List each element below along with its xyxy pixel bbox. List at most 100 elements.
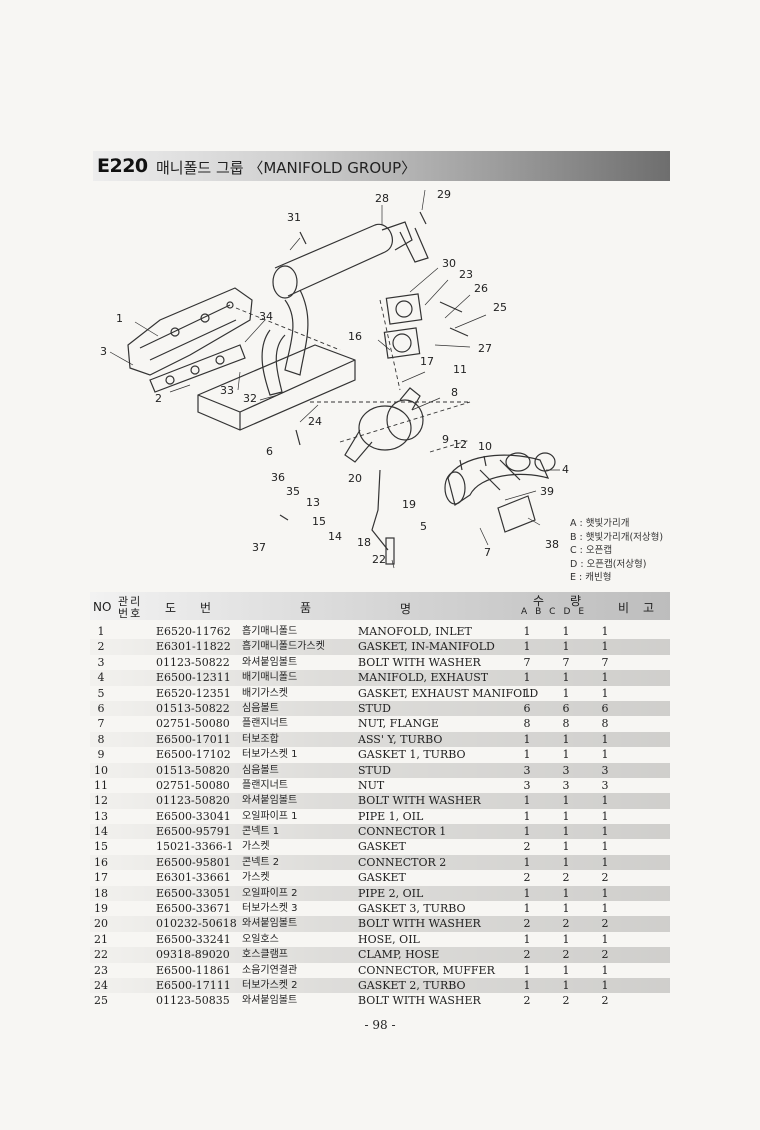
callout-20: 20 [348,472,362,485]
part-number: 010232-50618 [156,917,237,931]
part-name-korean: 와셔붙임볼트 [242,795,298,807]
part-name-english: MANOFOLD, INLET [358,625,472,638]
part-name-korean: 호스클램프 [242,949,288,961]
part-name-korean: 흡기매니폴드 [242,626,298,637]
header-name-b: 명 [400,602,412,616]
qty-b: 1 [562,825,570,839]
section-header-bar [93,151,670,181]
part-name-korean: 콘넥트 2 [242,856,280,868]
callout-7: 7 [484,546,491,559]
qty-c: 1 [601,886,609,900]
qty-a: 1 [523,825,531,839]
qty-c: 1 [601,794,609,808]
qty-b: 1 [562,686,570,700]
callout-31: 31 [287,211,301,224]
part-name-korean: 와셔붙임볼트 [242,918,298,930]
part-name-korean: 와셔붙임볼트 [242,656,298,668]
part-name-korean: 터보가스켓 3 [242,903,298,915]
callout-5: 5 [420,520,427,533]
part-name-korean: 터보조합 [242,733,279,745]
qty-b: 8 [562,717,570,731]
row-number: 21 [94,932,108,946]
qty-c: 1 [601,963,609,977]
qty-a: 1 [523,978,531,992]
part-name-korean: 콘넥트 1 [242,826,280,838]
part-number: 15021-3366-1 [156,840,234,854]
qty-b: 1 [562,625,570,638]
row-number: 19 [94,902,108,916]
part-number: 01513-50820 [156,763,230,777]
row-number: 23 [94,963,108,977]
part-name-english: ASS' Y, TURBO [358,732,443,746]
qty-c: 1 [601,640,609,654]
row-number: 9 [97,748,105,762]
callout-11: 11 [453,363,467,376]
callout-3: 3 [100,345,107,358]
part-number: E6301-33661 [156,871,231,885]
qty-a: 3 [523,763,531,777]
qty-b: 6 [562,701,570,715]
oil-pipe-part [371,469,389,551]
part-name-english: CONNECTOR, MUFFER [358,963,495,977]
callout-15: 15 [312,515,326,528]
part-number: 02751-50080 [156,717,230,731]
qty-b: 1 [562,963,570,977]
qty-a: 2 [523,948,531,962]
qty-c: 1 [601,978,609,992]
callout-16: 16 [348,330,362,343]
qty-c: 1 [601,732,609,746]
qty-b: 1 [562,640,570,654]
qty-c: 3 [601,763,609,777]
turbo-part [358,405,412,451]
part-name-english: GASKET, IN-MANIFOLD [358,640,495,654]
callout-25: 25 [493,301,507,314]
part-number: E6301-11822 [156,640,231,654]
part-number: 02751-50080 [156,778,230,792]
qty-b: 2 [562,948,570,962]
qty-b: 3 [562,763,570,777]
callout-38: 38 [545,538,559,551]
qty-b: 1 [562,855,570,869]
qty-c: 3 [601,778,609,792]
part-number: 01513-50822 [156,701,230,715]
qty-a: 7 [523,655,531,669]
row-number: 7 [97,717,105,731]
qty-b: 1 [562,902,570,916]
part-name-english: BOLT WITH WASHER [358,994,481,1008]
part-name-english: HOSE, OIL [358,932,420,946]
part-name-korean: 오일호스 [242,933,279,945]
tail-pipe-part [284,289,309,376]
callout-29: 29 [437,188,451,201]
qty-a: 2 [523,840,531,854]
part-name-english: BOLT WITH WASHER [358,794,481,808]
callout-33: 33 [220,384,234,397]
row-number: 13 [94,809,108,823]
header-part-number: 도번 [165,601,236,615]
qty-a: 1 [523,902,531,916]
callout-9: 9 [442,433,449,446]
qty-c: 1 [601,809,609,823]
callout-28: 28 [375,192,389,205]
qty-a: 1 [523,809,531,823]
qty-c: 2 [601,948,609,962]
qty-a: 2 [523,917,531,931]
legend-item-a: A : 햇빛가리개 [570,518,630,529]
flange-plate-part [385,293,423,325]
qty-c: 1 [601,686,609,700]
part-name-korean: 오일파이프 1 [242,810,298,822]
exhaust-gasket-part [497,495,536,533]
qty-a: 1 [523,886,531,900]
qty-b: 1 [562,732,570,746]
callout-17: 17 [420,355,434,368]
part-name-english: NUT [358,778,385,792]
part-name-english: STUD [358,763,391,777]
part-number: E6500-17011 [156,732,231,746]
callout-23: 23 [459,268,473,281]
